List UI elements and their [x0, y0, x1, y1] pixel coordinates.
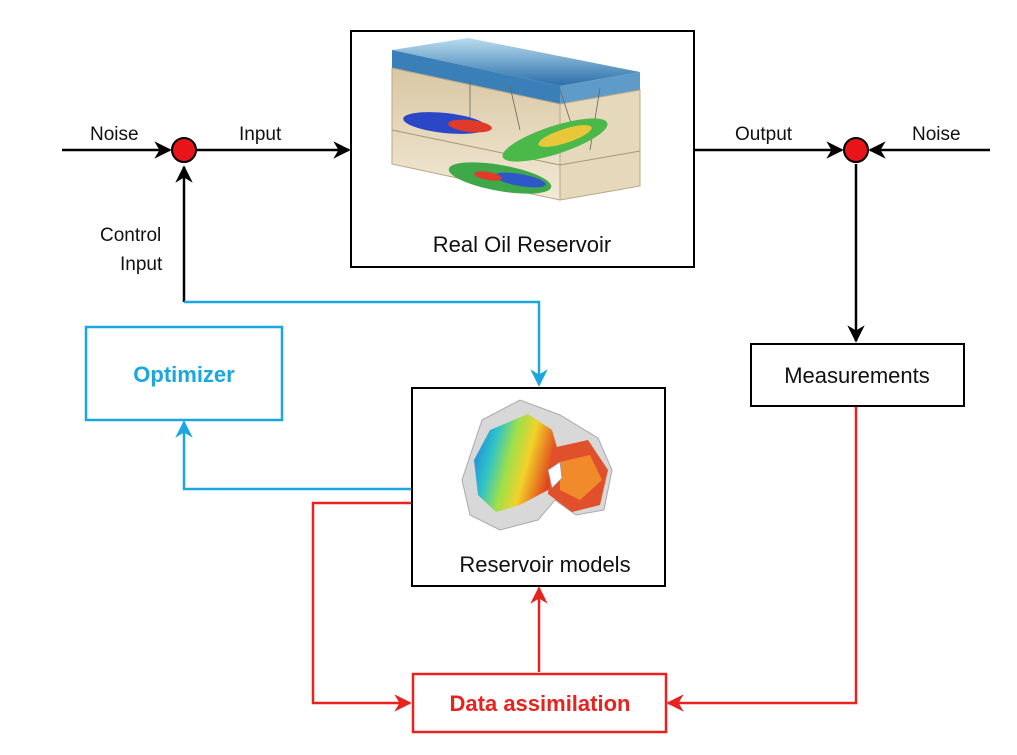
optimizer-label: Optimizer: [133, 362, 235, 387]
oil-reservoir-3d-illustration: [391, 38, 641, 201]
measurements-to-assimilation-arrow: [666, 406, 858, 712]
real-reservoir-box: Real Oil Reservoir: [350, 30, 695, 268]
noise-right-label: Noise: [912, 124, 961, 145]
optimizer-to-model-arrow: [184, 300, 548, 387]
reservoir-models-label: Reservoir models: [459, 552, 630, 577]
data-assimilation-label: Data assimilation: [450, 691, 631, 716]
control-input-label-line1: Control: [100, 225, 161, 246]
reservoir-model-surface-illustration: [461, 399, 613, 531]
summing-node-right: [843, 137, 869, 163]
summing-node-left: [171, 137, 197, 163]
assimilation-loop: [311, 406, 858, 712]
real-reservoir-label: Real Oil Reservoir: [433, 232, 612, 257]
main-flow: [62, 141, 990, 343]
data-assimilation-box: Data assimilation: [411, 672, 668, 734]
optimizer-loop: [175, 300, 548, 491]
optimizer-box: Optimizer: [84, 325, 284, 422]
control-input-label-line2: Input: [120, 254, 163, 275]
model-to-assimilation-arrow: [311, 501, 412, 712]
reservoir-models-box: Reservoir models: [411, 387, 666, 587]
measurements-box: Measurements: [750, 343, 965, 407]
noise-left-label: Noise: [90, 124, 139, 145]
model-to-optimizer-arrow: [175, 420, 412, 491]
measurements-label: Measurements: [784, 363, 930, 388]
input-label: Input: [239, 124, 282, 145]
output-label: Output: [735, 124, 793, 145]
